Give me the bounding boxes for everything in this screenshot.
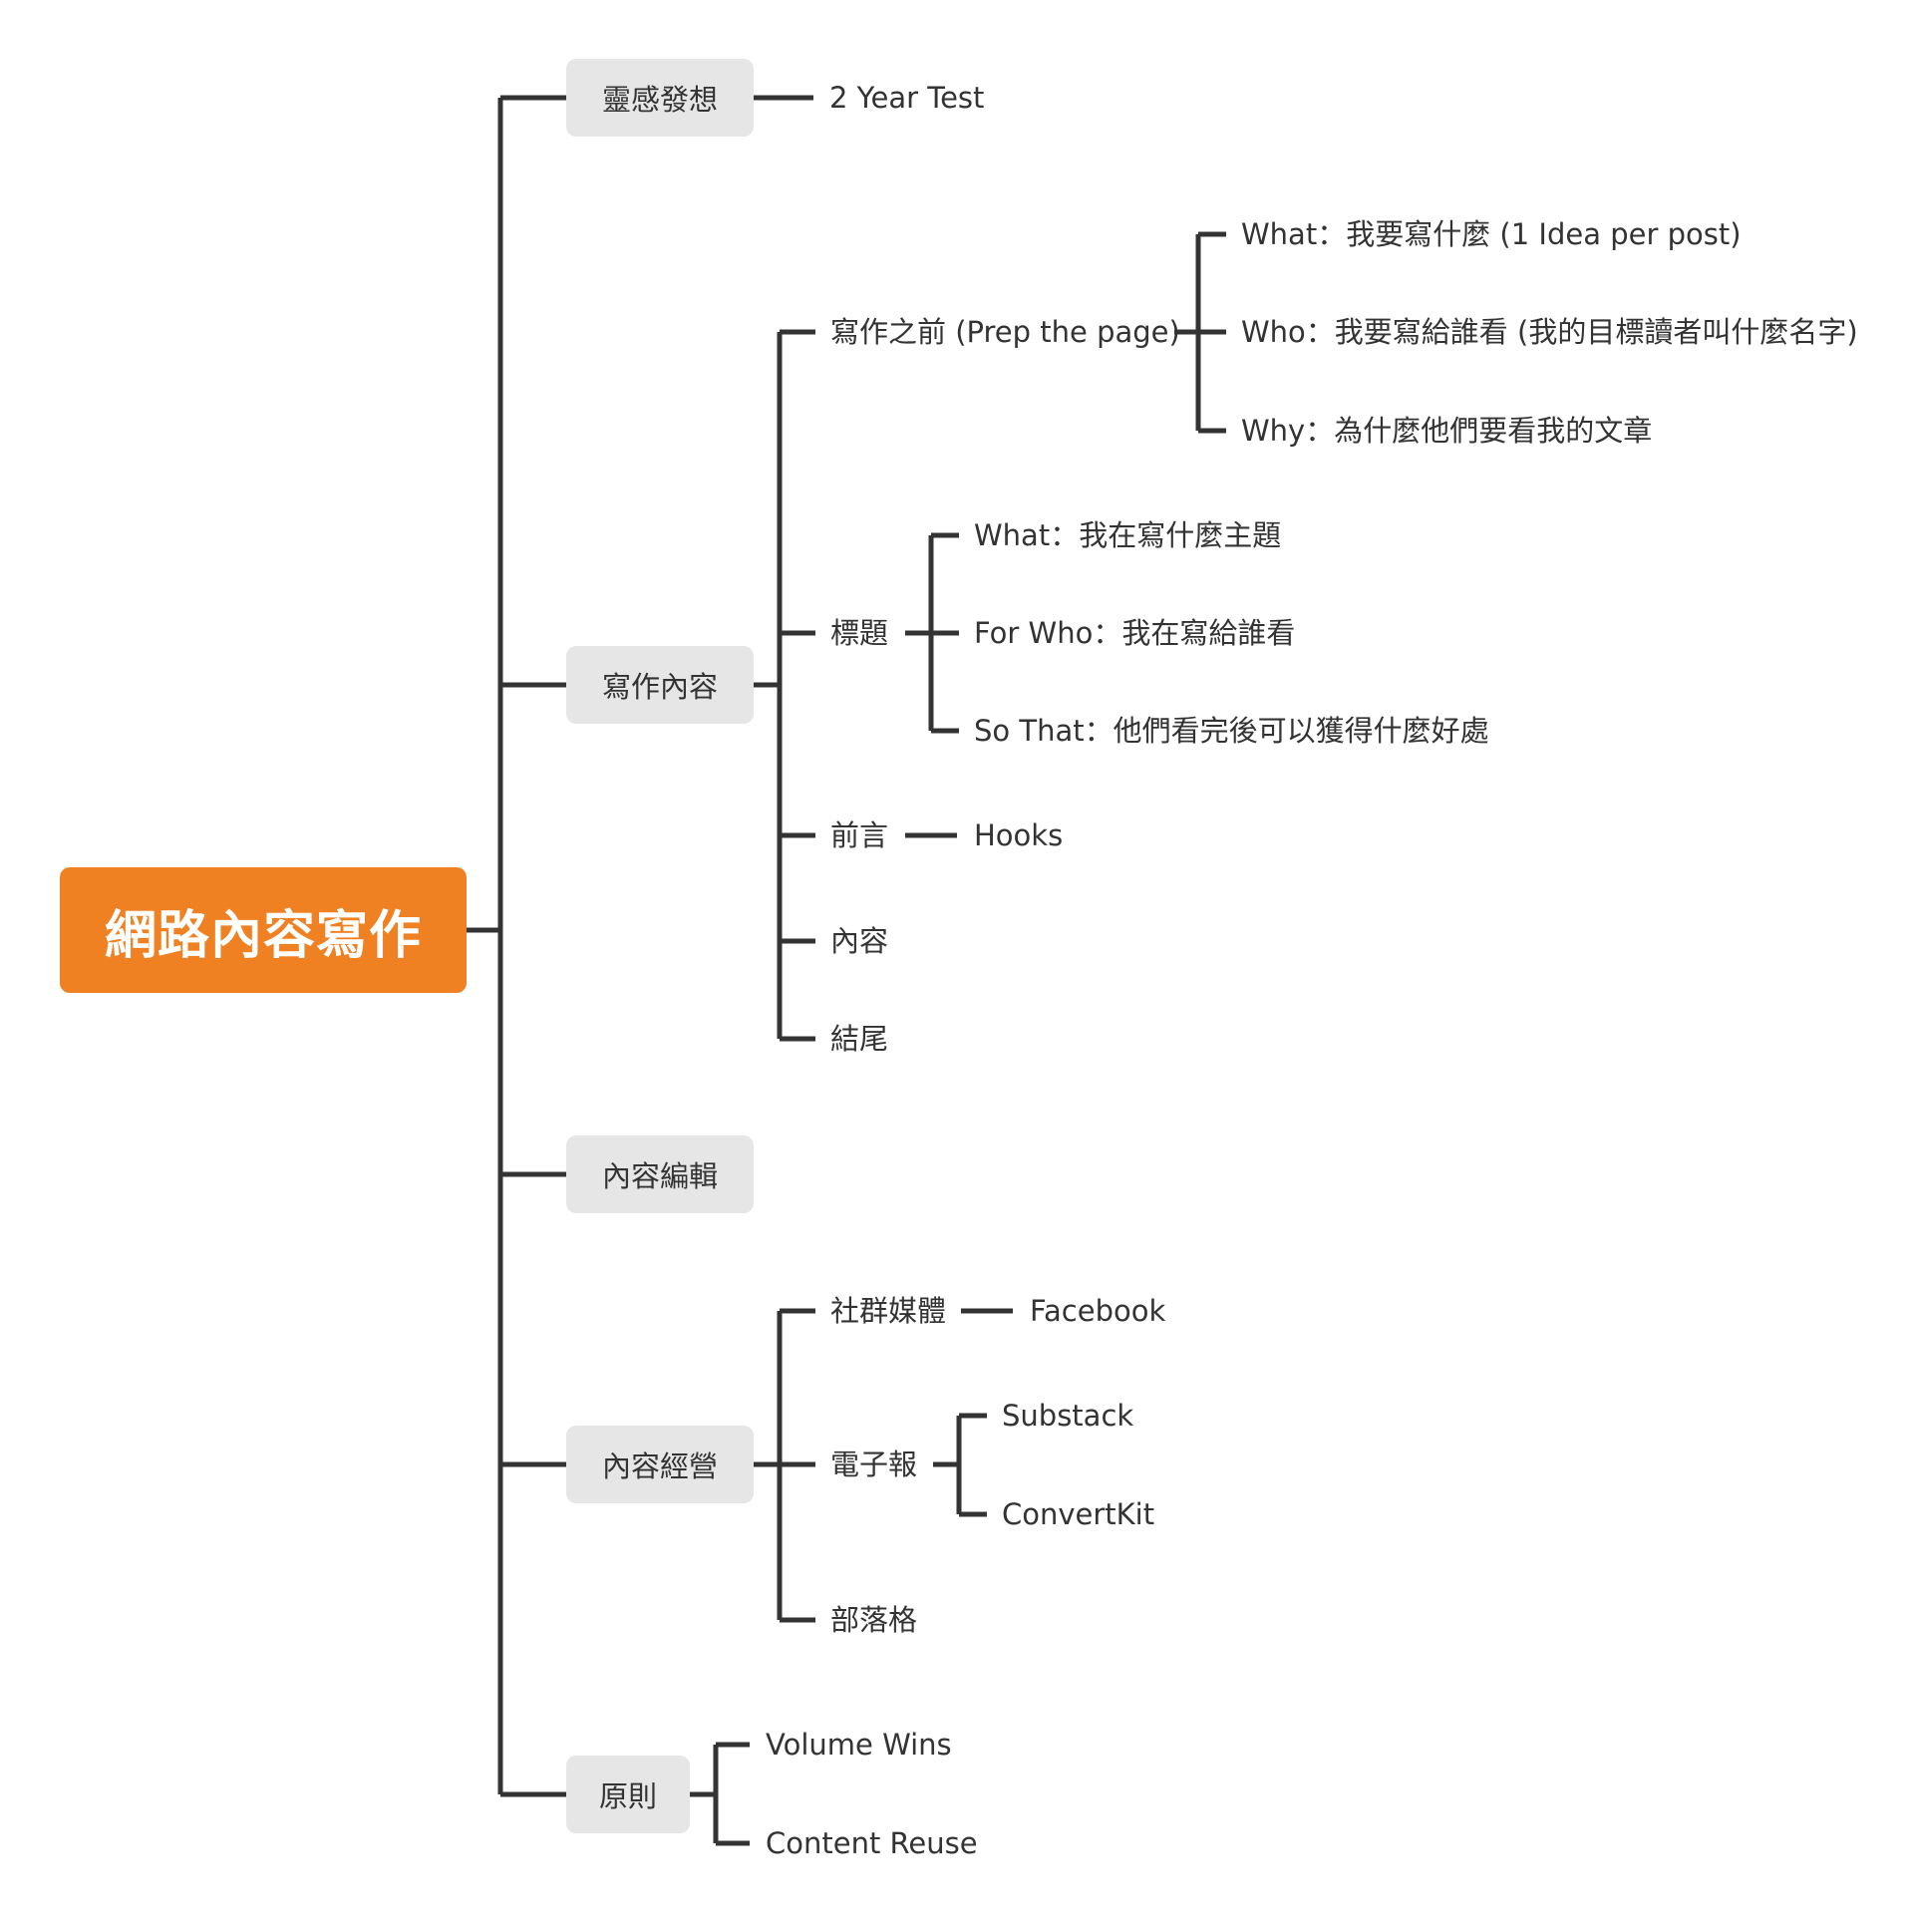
topic-content[interactable]: 內容	[830, 924, 889, 958]
branch-principles-label: 原則	[598, 1779, 657, 1813]
topic-title-what[interactable]: What：我在寫什麼主題	[974, 518, 1282, 552]
branch-writing[interactable]: 寫作內容	[566, 646, 754, 724]
topic-prep-who[interactable]: Who：我要寫給誰看 (我的目標讀者叫什麼名字)	[1241, 315, 1858, 349]
branch-inspiration-label: 靈感發想	[601, 83, 718, 117]
topic-volume-wins[interactable]: Volume Wins	[766, 1728, 952, 1762]
topic-intro[interactable]: 前言	[830, 818, 889, 852]
root-topic[interactable]: 網路內容寫作	[60, 867, 467, 993]
branch-writing-label: 寫作內容	[601, 670, 718, 704]
topic-title-for-who[interactable]: For Who：我在寫給誰看	[974, 616, 1296, 650]
topic-content-reuse[interactable]: Content Reuse	[766, 1826, 978, 1860]
topic-title[interactable]: 標題	[830, 616, 889, 650]
topic-prep-why[interactable]: Why：為什麼他們要看我的文章	[1241, 414, 1653, 448]
topic-title-so-that[interactable]: So That：他們看完後可以獲得什麼好處	[974, 714, 1489, 748]
topic-newsletter[interactable]: 電子報	[830, 1448, 918, 1481]
topic-prep-what[interactable]: What：我要寫什麼 (1 Idea per post)	[1241, 217, 1742, 251]
branch-editing-label: 內容編輯	[601, 1159, 718, 1193]
branch-operation[interactable]: 內容經營	[566, 1426, 754, 1503]
topic-hooks[interactable]: Hooks	[974, 818, 1064, 852]
topic-2-year-test[interactable]: 2 Year Test	[829, 81, 985, 115]
topic-facebook[interactable]: Facebook	[1030, 1294, 1166, 1328]
topic-convertkit[interactable]: ConvertKit	[1002, 1497, 1155, 1531]
root-topic-label: 網路內容寫作	[104, 905, 422, 966]
topic-substack[interactable]: Substack	[1002, 1399, 1134, 1433]
topic-ending[interactable]: 結尾	[830, 1022, 889, 1056]
topic-prep-the-page[interactable]: 寫作之前 (Prep the page)	[830, 315, 1180, 349]
branch-inspiration[interactable]: 靈感發想	[566, 59, 754, 137]
topic-social-media[interactable]: 社群媒體	[830, 1294, 947, 1328]
branch-editing[interactable]: 內容編輯	[566, 1135, 754, 1213]
branch-principles[interactable]: 原則	[566, 1756, 690, 1833]
branch-operation-label: 內容經營	[601, 1449, 718, 1483]
topic-blog[interactable]: 部落格	[830, 1603, 918, 1637]
